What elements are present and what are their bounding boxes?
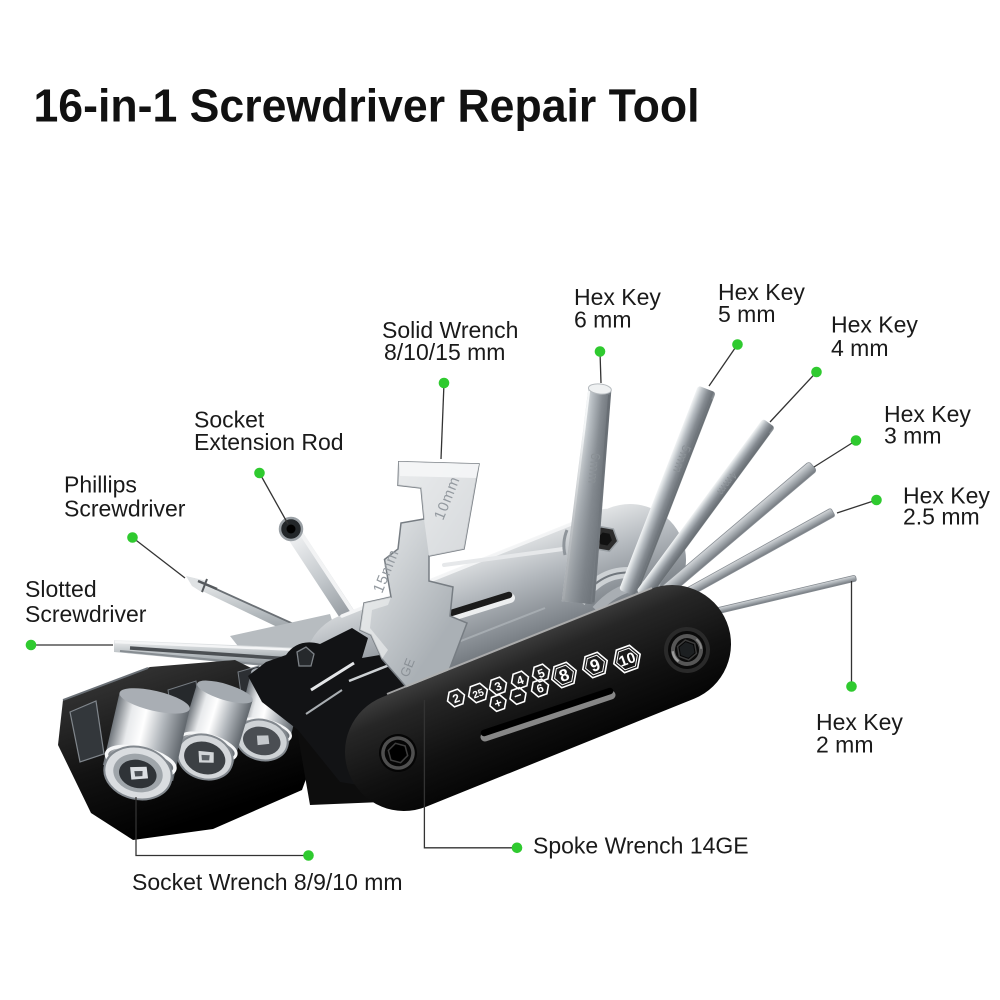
svg-text:Hex Key: Hex Key <box>903 483 990 509</box>
svg-text:5: 5 <box>536 666 547 682</box>
svg-text:2 mm: 2 mm <box>816 732 874 758</box>
svg-text:8/10/15 mm: 8/10/15 mm <box>384 339 505 365</box>
svg-text:Hex Key: Hex Key <box>831 312 918 338</box>
svg-text:3: 3 <box>493 679 504 695</box>
svg-text:10: 10 <box>617 649 638 671</box>
svg-text:Spoke Wrench 14GE: Spoke Wrench 14GE <box>533 833 749 859</box>
svg-text:6mm: 6mm <box>585 452 603 485</box>
svg-text:Screwdriver: Screwdriver <box>25 601 147 627</box>
svg-text:Hex Key: Hex Key <box>816 709 903 735</box>
svg-text:Socket Wrench 8/9/10 mm: Socket Wrench 8/9/10 mm <box>132 869 403 895</box>
svg-text:Hex Key: Hex Key <box>574 284 661 310</box>
svg-text:Hex Key: Hex Key <box>718 279 805 305</box>
svg-text:Phillips: Phillips <box>64 472 137 498</box>
svg-text:2.5 mm: 2.5 mm <box>903 504 980 530</box>
svg-text:Extension Rod: Extension Rod <box>194 429 344 455</box>
svg-text:2: 2 <box>451 691 462 707</box>
svg-text:25: 25 <box>471 687 486 701</box>
svg-text:5 mm: 5 mm <box>718 301 776 327</box>
svg-text:Slotted: Slotted <box>25 576 97 602</box>
svg-text:4 mm: 4 mm <box>831 335 889 361</box>
svg-text:6 mm: 6 mm <box>574 307 632 333</box>
svg-text:Hex Key: Hex Key <box>884 401 971 427</box>
svg-text:Socket: Socket <box>194 407 265 433</box>
svg-text:3 mm: 3 mm <box>884 423 942 449</box>
svg-text:Screwdriver: Screwdriver <box>64 496 186 522</box>
svg-text:4: 4 <box>515 673 526 689</box>
svg-text:16-in-1 Screwdriver Repair Too: 16-in-1 Screwdriver Repair Tool <box>34 80 700 132</box>
svg-text:GE: GE <box>397 656 418 679</box>
svg-text:6: 6 <box>535 681 546 697</box>
svg-text:Solid Wrench: Solid Wrench <box>382 317 518 343</box>
